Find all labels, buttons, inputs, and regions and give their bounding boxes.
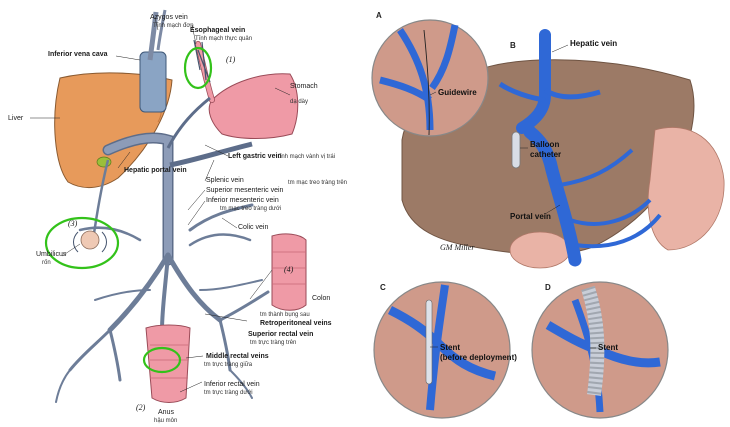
middle-rectal-veins-label: Middle rectal veins [206,353,269,360]
stomach-vi-label: dạ dày [290,99,308,105]
panel-a-letter: A [376,11,382,20]
esophageal-vein-vi-label: Tĩnh mạch thực quản [195,36,252,42]
tips-procedure-diagram: A B C D Guidewire Hepatic vein Balloon c… [371,11,725,419]
splenic-vein-label: Splenic vein [206,177,244,184]
portal-vein [523,125,582,267]
portal-vein-label: Portal vein [510,212,551,221]
guidewire-label: Guidewire [438,88,477,97]
hepatic-vein-label: Hepatic vein [570,39,617,48]
esophageal-vein-label: Esophageal vein [190,27,245,34]
inferior-mesenteric-vein-label: Inferior mesenteric vein [206,197,279,204]
stent-undeployed [425,299,433,385]
liver-label: Liver [8,115,24,122]
hepatic-portal-vein-label: Hepatic portal vein [124,167,187,174]
inferior-rectal-vein-label: Inferior rectal vein [204,381,260,388]
left-gastric-vein-vi-label: tĩnh mạch vành vị trái [278,154,335,160]
colon-label: Colon [312,295,330,302]
portal-system-diagram: Azygos vein Tĩnh mạch đơn Esophageal vei… [8,9,347,424]
retroperitoneal-veins-label: Retroperitoneal veins [260,320,332,327]
stent-label: Stent [598,343,618,352]
superior-mesenteric-vein-vi-label: tm mạc treo tràng trên [288,180,347,186]
anus-label: Anus [158,409,174,416]
retroperitoneal-vi-label: tm thành bụng sau [260,312,310,318]
colon-shape [271,233,307,311]
rectum-shape [145,324,191,403]
colic-vein-label: Colic vein [238,224,268,231]
highlight-esophageal [183,46,213,90]
anus-vi-label: hậu môn [154,418,177,424]
superior-rectal-vein-label: Superior rectal vein [248,331,313,338]
middle-rectal-veins-vi-label: tm trực tràng giữa [204,362,253,368]
superior-mesenteric-vein-label: Superior mesenteric vein [206,187,284,194]
number-1: (1) [226,55,236,64]
inferior-vena-cava [139,51,167,113]
inset-a [371,19,489,137]
balloon-label: Balloon [530,140,559,149]
superior-rectal-vein-vi-label: tm trực tràng trên [250,340,296,346]
hepatic-vein [516,29,551,134]
number-4: (4) [284,265,294,274]
panel-b-letter: B [510,41,516,50]
stent-before-label-2: (before deployment) [440,353,517,362]
inferior-mesenteric-vein-vi-label: tm mạc treo tràng dưới [220,206,281,212]
ivc-label: Inferior vena cava [48,51,108,58]
balloon-catheter [511,131,521,169]
panel-c-letter: C [380,283,386,292]
number-2: (2) [136,403,146,412]
stomach-label: Stomach [290,83,318,90]
stomach-shape [208,73,299,139]
stent-before-label-1: Stent [440,343,460,352]
left-gastric-vein-label: Left gastric vein [228,153,282,160]
inferior-rectal-vein-vi-label: tm trực tràng dưới [204,390,253,396]
highlight-rectal [142,346,182,374]
catheter-label: catheter [530,150,561,159]
azygos-vein-label: Azygos vein [150,14,188,21]
azygos-vein-vi-label: Tĩnh mạch đơn [153,23,194,29]
number-3: (3) [68,219,78,228]
umbilicus-vi-label: rốn [42,260,51,266]
highlight-umbilicus [44,216,120,270]
umbilicus-label: Umbilicus [36,251,67,258]
artist-signature: GM Miller [440,243,475,252]
panel-d-letter: D [545,283,551,292]
